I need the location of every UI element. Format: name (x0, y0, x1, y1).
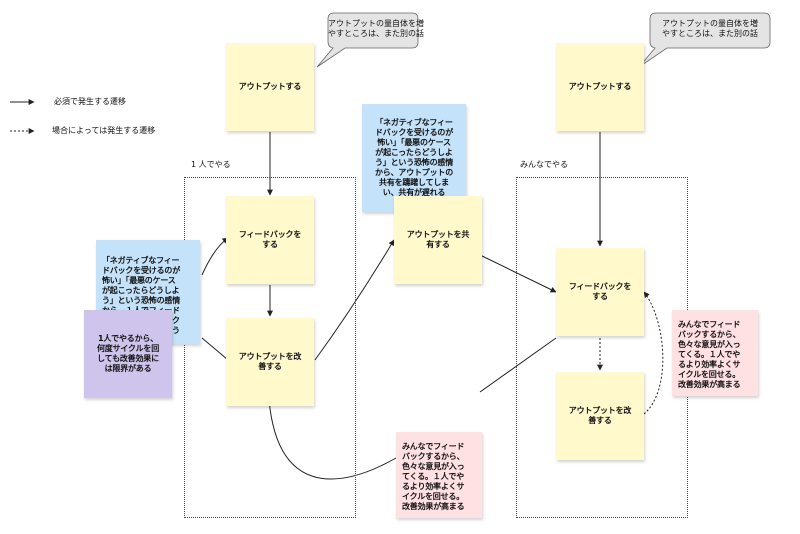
team-bubble-text: アウトプットの量自体を増 やすところは、また別の話 (662, 19, 758, 38)
team-side-note: みんなでフィード バックするから、 色々な意見が入っ てくる。１人でや るより効… (672, 310, 758, 396)
legend-dotted-label: 場合によっては発生する遷移 (52, 126, 156, 135)
middle-team-note: みんなでフィード バックするから、 色々な意見が入っ てくる。１人でや るより効… (396, 432, 482, 518)
team-feedback-note: フィードバックを する (556, 248, 644, 336)
solo-output-note: アウトプットする (226, 43, 314, 131)
team-group-frame (516, 177, 688, 518)
solo-group-label: 1 人でやる (191, 160, 231, 169)
team-group-label: みんなでやる (520, 160, 568, 169)
arrow-team-note-to-solo-improve (265, 379, 397, 480)
team-output-note: アウトプットする (556, 43, 644, 131)
solo-group-frame (184, 177, 356, 518)
solo-limit-note: 1人でやるから、 何度サイクルを回 しても改善効果に は限界がある (84, 310, 172, 398)
legend-solid-label: 必須で発生する遷移 (54, 97, 126, 106)
team-bubble-shape (638, 12, 771, 68)
solo-bubble-text: アウトプットの量自体を増 やすところは、また別の話 (328, 19, 424, 38)
arrow-fear-to-feedback (201, 237, 229, 276)
solo-bubble-shape (316, 12, 419, 68)
solo-feedback-note: フィードバックを する (226, 196, 314, 284)
share-output-note: アウトプットを共 有する (394, 196, 482, 284)
solo-improve-note: アウトプットを改 善する (226, 318, 314, 406)
line-fear-to-improve (201, 337, 229, 361)
share-fear-note: 「ネガティブなフィー ドバックを受けるのが 怖い」「最悪のケース が起こったらど… (362, 104, 466, 212)
line-team-feedback-to-note (479, 337, 557, 393)
dotted-arrow-improve-to-feedback (643, 291, 664, 415)
team-improve-note: アウトプットを改 善する (556, 372, 644, 460)
arrow-improve-to-share (314, 239, 395, 361)
arrow-share-to-team-feedback (479, 254, 557, 293)
